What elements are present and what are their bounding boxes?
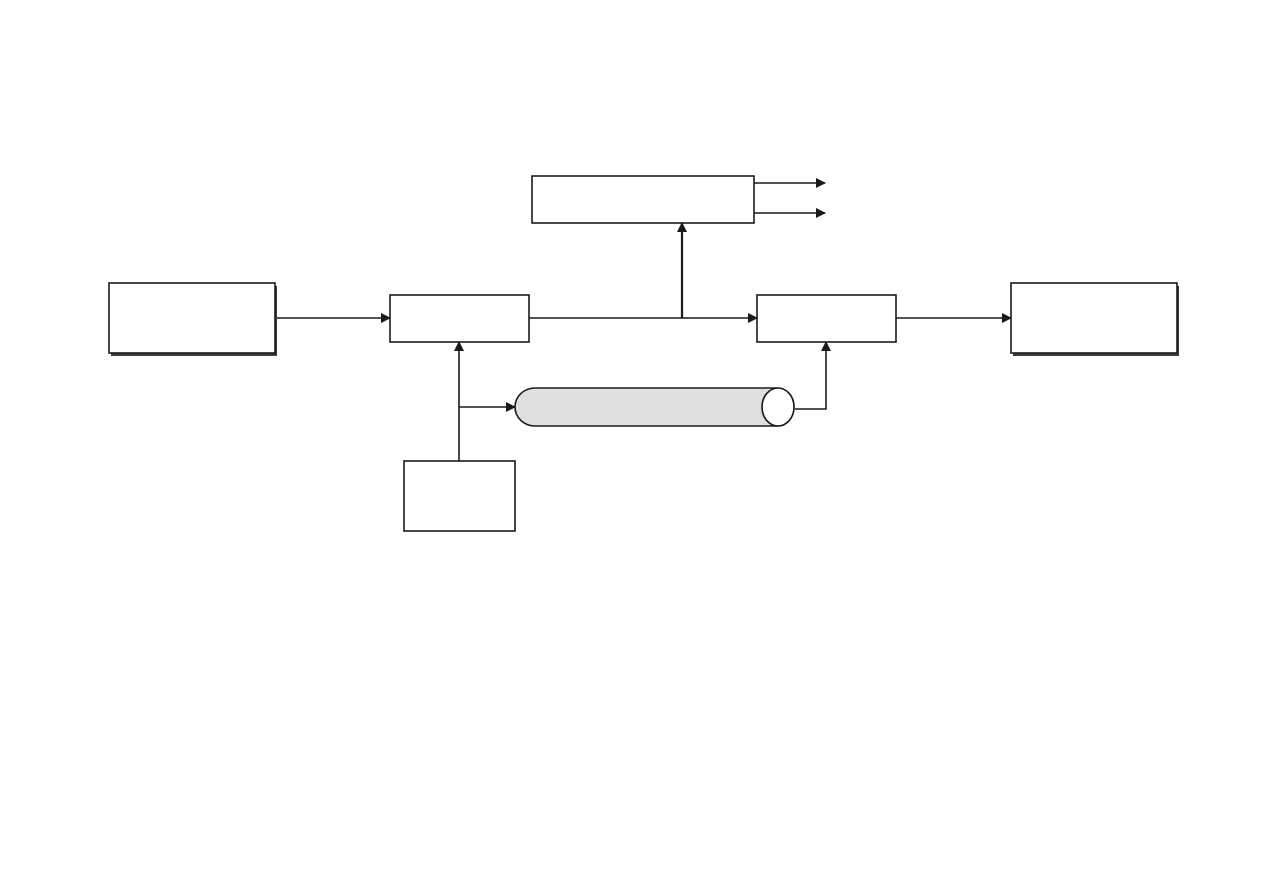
- center-right-node: [756, 294, 897, 343]
- cylinder-node: [514, 387, 795, 427]
- edge-cylinder-to-center-right: [795, 341, 831, 410]
- right-sink-node: [1010, 282, 1179, 356]
- right-sink-box: [1010, 282, 1178, 354]
- left-source-box: [108, 282, 276, 354]
- left-source-node: [108, 282, 277, 356]
- cylinder-cap: [761, 387, 795, 427]
- top-block-box: [531, 175, 755, 224]
- cylinder-body: [514, 387, 795, 427]
- center-left-box: [389, 294, 530, 343]
- center-right-box: [756, 294, 897, 343]
- bottom-block-node: [403, 460, 516, 532]
- bottom-block-box: [403, 460, 516, 532]
- top-block-node: [531, 175, 755, 224]
- center-left-node: [389, 294, 530, 343]
